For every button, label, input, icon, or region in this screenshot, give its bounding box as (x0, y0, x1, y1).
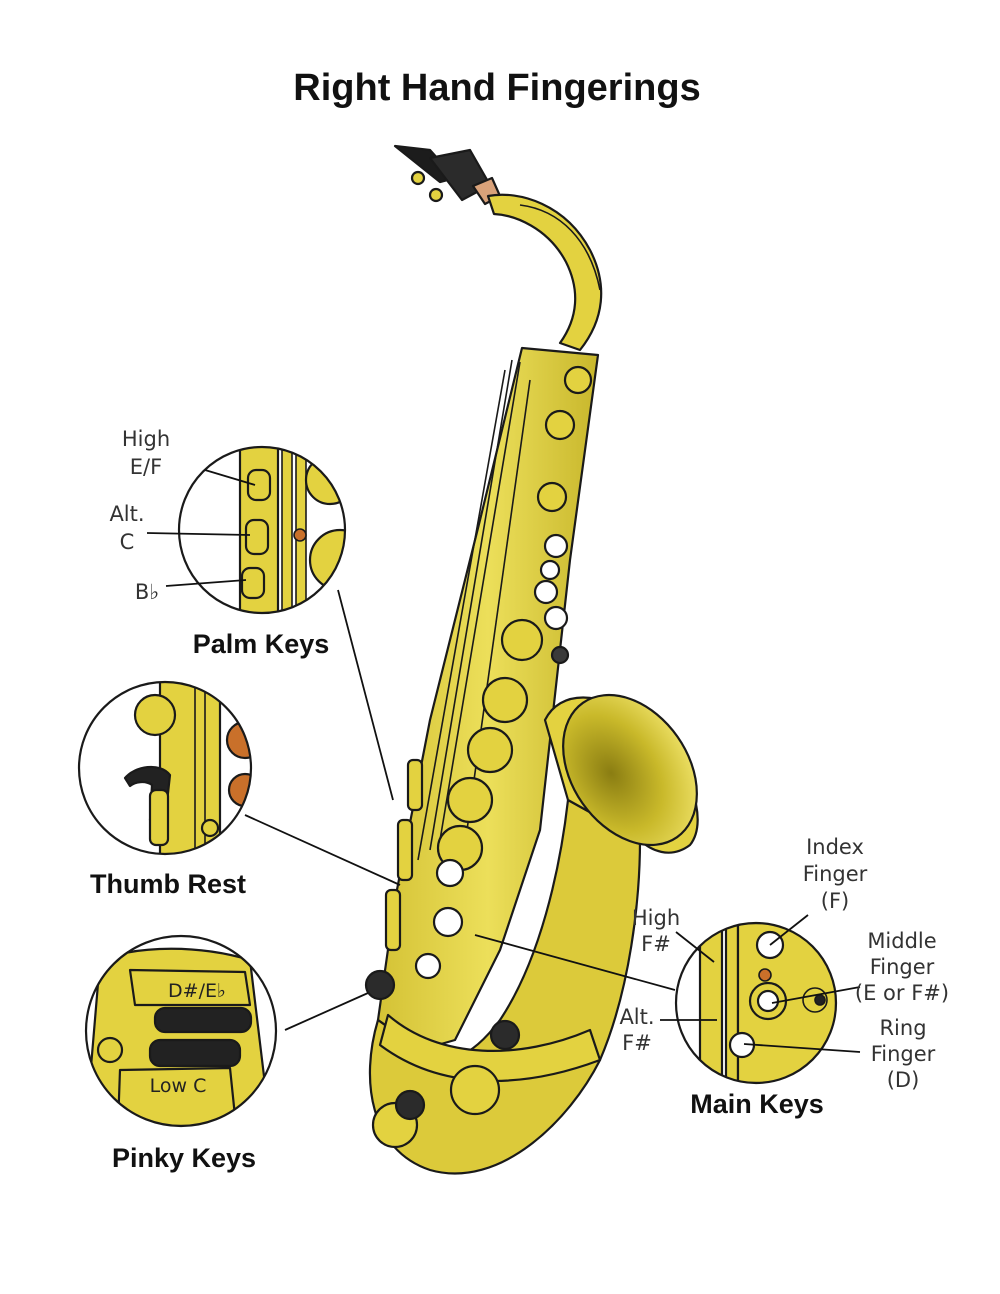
index-finger-label-3: (F) (821, 889, 849, 913)
low-c-label: Low C (150, 1075, 207, 1097)
bow (368, 798, 642, 1175)
alt-fs-label-1: Alt. (619, 1005, 654, 1029)
index-finger-label-2: Finger (803, 862, 868, 886)
side-keys (384, 758, 424, 952)
main-keys-callout: Index Finger (F) High F# Middle Finger (… (474, 835, 949, 1119)
saxophone-illustration (364, 144, 699, 1175)
bb-label: B♭ (135, 580, 159, 604)
alt-c-label-line1: Alt. (109, 502, 144, 526)
palm-keys-heading: Palm Keys (193, 629, 330, 659)
diagram-title: Right Hand Fingerings (293, 67, 700, 109)
middle-finger-label-1: Middle (867, 929, 936, 953)
middle-finger-label-3: (E or F#) (855, 981, 949, 1005)
ring-finger-label-3: (D) (887, 1068, 920, 1092)
thumb-rest-callout: Thumb Rest (77, 680, 401, 899)
middle-finger-label-2: Finger (870, 955, 935, 979)
ring-finger-label-2: Finger (871, 1042, 936, 1066)
pinky-keys-heading: Pinky Keys (112, 1143, 256, 1173)
mouthpiece (393, 144, 502, 206)
d-sharp-label: D#/E♭ (168, 980, 226, 1002)
main-keys-heading: Main Keys (690, 1089, 824, 1119)
bell-opening (562, 693, 698, 847)
high-fs-label-1: High (632, 906, 680, 930)
pinky-keys-callout: D#/E♭ Low C Pinky Keys (84, 934, 369, 1173)
pinky-key-cluster (364, 969, 521, 1149)
alt-fs-label-2: F# (622, 1031, 652, 1055)
neck (486, 193, 603, 352)
palm-keys-callout: High E/F Alt. C B♭ Palm Keys (109, 427, 394, 801)
body-keys (414, 365, 593, 980)
ring-finger-label-1: Ring (879, 1016, 926, 1040)
high-ef-label-line1: High (122, 427, 170, 451)
high-ef-label-line2: E/F (130, 455, 162, 479)
thumb-rest-heading: Thumb Rest (90, 869, 246, 899)
index-finger-label-1: Index (806, 835, 864, 859)
alt-c-label-line2: C (120, 530, 135, 554)
high-fs-label-2: F# (641, 932, 671, 956)
